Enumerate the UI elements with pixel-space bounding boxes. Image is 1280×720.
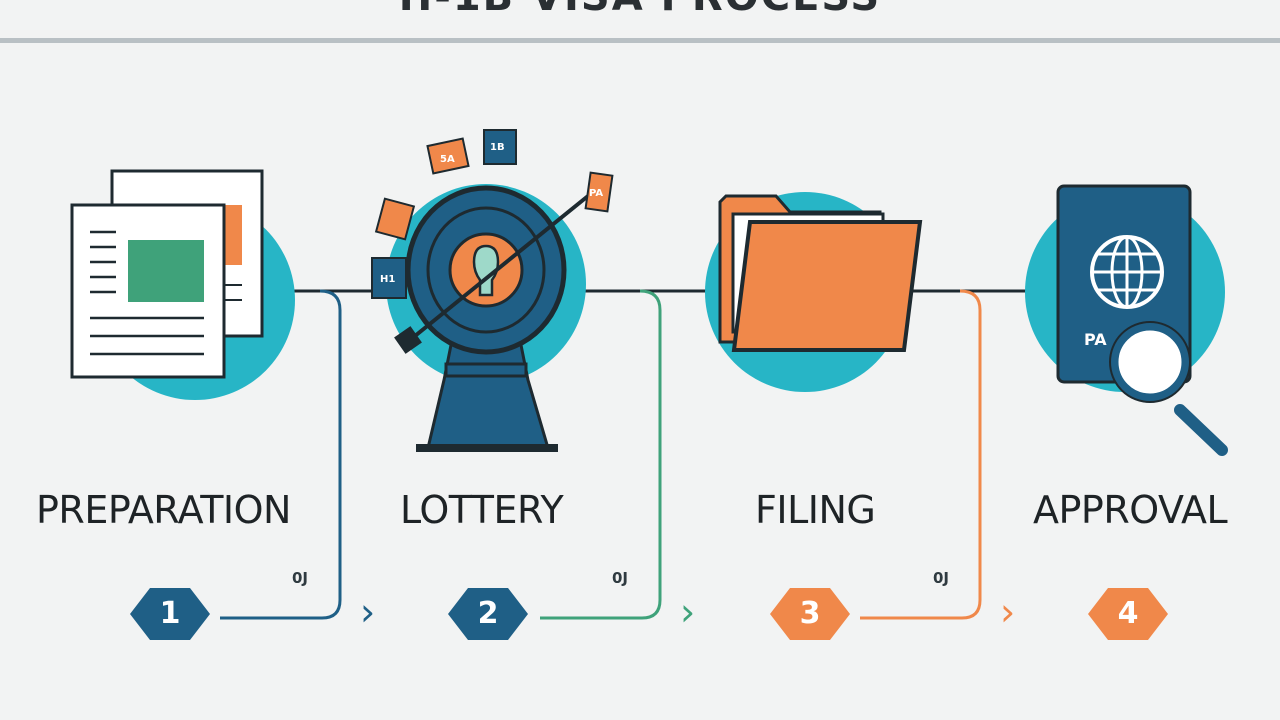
step-marker-3 xyxy=(770,588,850,640)
lottery-machine-icon xyxy=(371,129,614,452)
ticket-mark: H1 xyxy=(380,274,395,285)
connector-1 xyxy=(220,289,342,620)
chevron-right-icon: › xyxy=(1000,590,1016,634)
ticket-mark: 1B xyxy=(490,142,505,153)
header-rule xyxy=(0,38,1280,43)
folder-icon xyxy=(705,192,923,392)
connector-mark-1: 0J xyxy=(292,569,309,587)
connector-3 xyxy=(860,289,982,620)
step-number-4: 4 xyxy=(1117,596,1139,631)
step-number-1: 1 xyxy=(159,596,181,631)
chevron-right-icon: › xyxy=(680,590,696,634)
magnifier-icon xyxy=(1109,321,1228,456)
passport-text: PA xyxy=(1084,330,1107,349)
step-label-preparation: PREPARATION xyxy=(36,488,291,532)
step-number-3: 3 xyxy=(799,596,821,631)
step-label-approval: APPROVAL xyxy=(1033,488,1228,532)
chevron-right-icon: › xyxy=(360,590,376,634)
connector-mark-3: 0J xyxy=(933,569,950,587)
step-marker-4 xyxy=(1088,588,1168,640)
connector-2 xyxy=(540,289,662,620)
page-title: H-1B VISA PROCESS xyxy=(0,0,1280,20)
ticket-mark: 5A xyxy=(440,154,455,165)
step-marker-2 xyxy=(448,588,528,640)
step-label-lottery: LOTTERY xyxy=(400,488,564,532)
ticket-mark: PA xyxy=(589,188,603,199)
documents-icon xyxy=(70,169,295,400)
connector-mark-2: 0J xyxy=(612,569,629,587)
step-number-2: 2 xyxy=(477,596,499,631)
step-label-filing: FILING xyxy=(755,488,876,532)
step-marker-1 xyxy=(130,588,210,640)
